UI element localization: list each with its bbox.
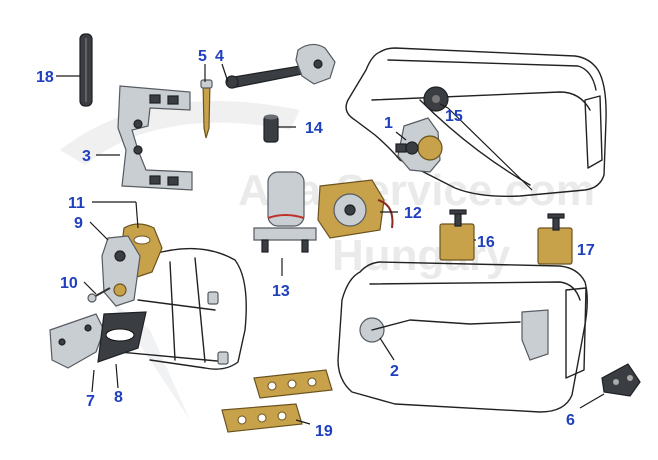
callout-9: 9 [74, 215, 83, 232]
part-13-motor [253, 171, 317, 253]
part-12-motor-gearbox [317, 179, 394, 239]
part-10-screw [87, 287, 111, 303]
callout-6: 6 [566, 412, 575, 429]
callout-3: 3 [82, 148, 91, 165]
callout-1: 1 [384, 115, 393, 132]
callout-10: 10 [60, 275, 78, 292]
callout-12: 12 [404, 205, 422, 222]
door-shell-lower [337, 261, 588, 413]
watermark-line2: Hungary [332, 231, 511, 280]
leader-lines [56, 63, 605, 425]
part-7-handle-base [49, 313, 105, 369]
part-2-regulator-arm [359, 309, 549, 361]
part-1-window-regulator [395, 117, 443, 173]
callout-5: 5 [198, 48, 207, 65]
door-shell-upper [345, 47, 607, 197]
part-4-check-strap [225, 43, 336, 89]
callout-16: 16 [477, 234, 495, 251]
callout-2: 2 [390, 363, 399, 380]
callout-8: 8 [114, 389, 123, 406]
door-frame-left [119, 247, 247, 370]
callouts: 18 3 5 4 14 1 15 11 9 10 12 13 16 17 7 8… [36, 48, 595, 440]
callout-11: 11 [68, 195, 85, 212]
part-9-lock-plate [101, 235, 141, 307]
part-8-handle-pad [97, 311, 147, 363]
callout-4: 4 [215, 48, 224, 65]
part-16-bracket [439, 209, 475, 261]
part-17-bracket [537, 213, 573, 265]
part-14-bushing [263, 114, 279, 143]
callout-14: 14 [305, 120, 323, 137]
callout-18: 18 [36, 69, 54, 86]
part-19-striker-plates [221, 369, 333, 433]
callout-13: 13 [272, 283, 290, 300]
callout-15: 15 [445, 108, 463, 125]
part-6-bumper-pad [601, 363, 641, 397]
callout-19: 19 [315, 423, 333, 440]
callout-17: 17 [577, 242, 595, 259]
part-18-roll-pin [79, 33, 93, 107]
part-3-hinge-plate [117, 85, 193, 191]
part-5-pin [200, 79, 213, 139]
callout-7: 7 [86, 393, 95, 410]
